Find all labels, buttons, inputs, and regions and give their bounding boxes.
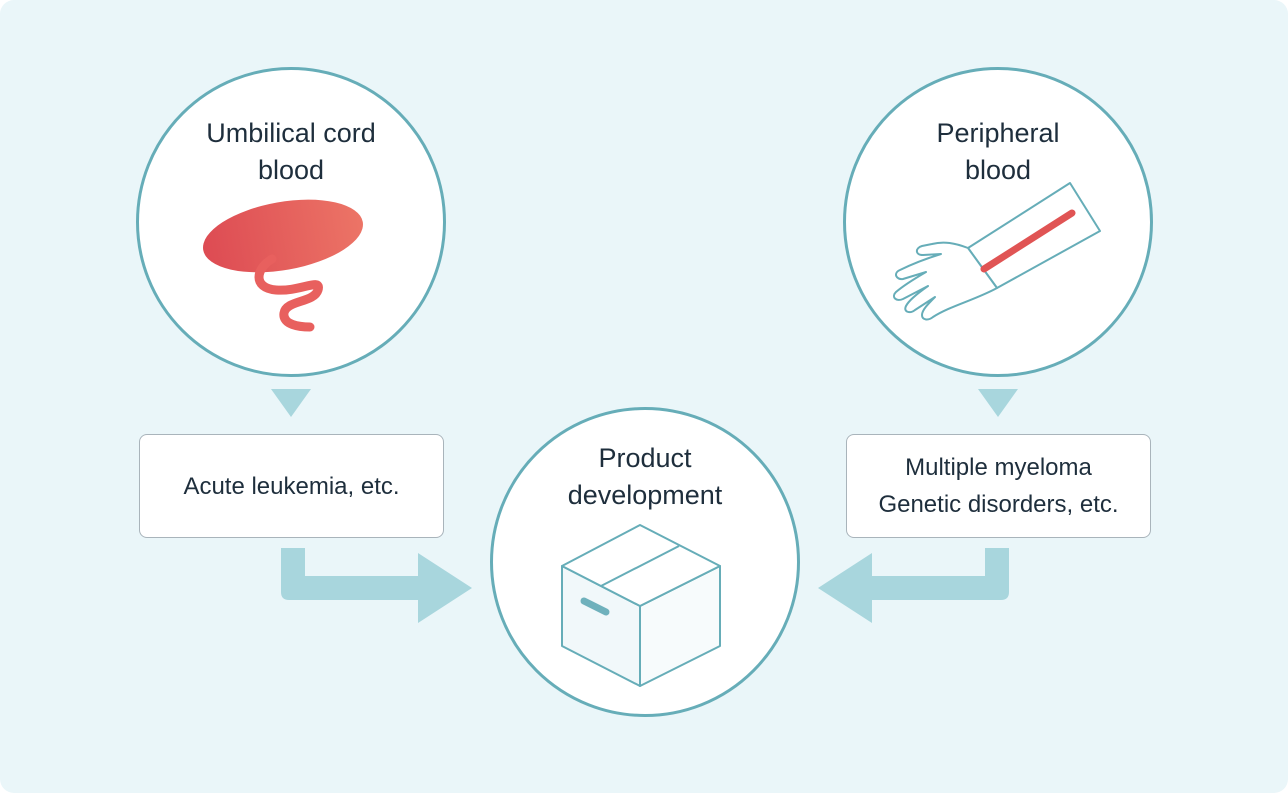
- peripheral-blood-indication-line1: Multiple myeloma: [905, 454, 1092, 481]
- cord-blood-title-line2: blood: [257, 155, 325, 185]
- umbilical-cord-icon: [203, 199, 363, 332]
- arm-vein-icon: [893, 182, 1101, 321]
- box-icon: [561, 524, 721, 687]
- cord-blood-indication-line1: Acute leukemia, etc.: [183, 472, 400, 500]
- cord-blood-indications-box: Acute leukemia, etc.: [139, 434, 444, 538]
- peripheral-blood-title-line2: blood: [964, 155, 1032, 185]
- cord-blood-title: Umbilical cord blood: [139, 115, 443, 189]
- cord-blood-node: Umbilical cord blood: [136, 67, 446, 377]
- product-development-title: Product development: [493, 440, 797, 514]
- product-title-line1: Product: [598, 443, 692, 473]
- product-title-line2: development: [567, 480, 723, 510]
- cord-blood-title-line1: Umbilical cord: [206, 118, 376, 148]
- peripheral-blood-node: Peripheral blood: [843, 67, 1153, 377]
- peripheral-blood-indications-box: Multiple myeloma Genetic disorders, etc.: [846, 434, 1151, 538]
- peripheral-blood-title-line1: Peripheral: [936, 118, 1060, 148]
- peripheral-blood-indication-line2: Genetic disorders, etc.: [878, 491, 1119, 518]
- product-development-node: Product development: [490, 407, 800, 717]
- peripheral-blood-title: Peripheral blood: [846, 115, 1150, 189]
